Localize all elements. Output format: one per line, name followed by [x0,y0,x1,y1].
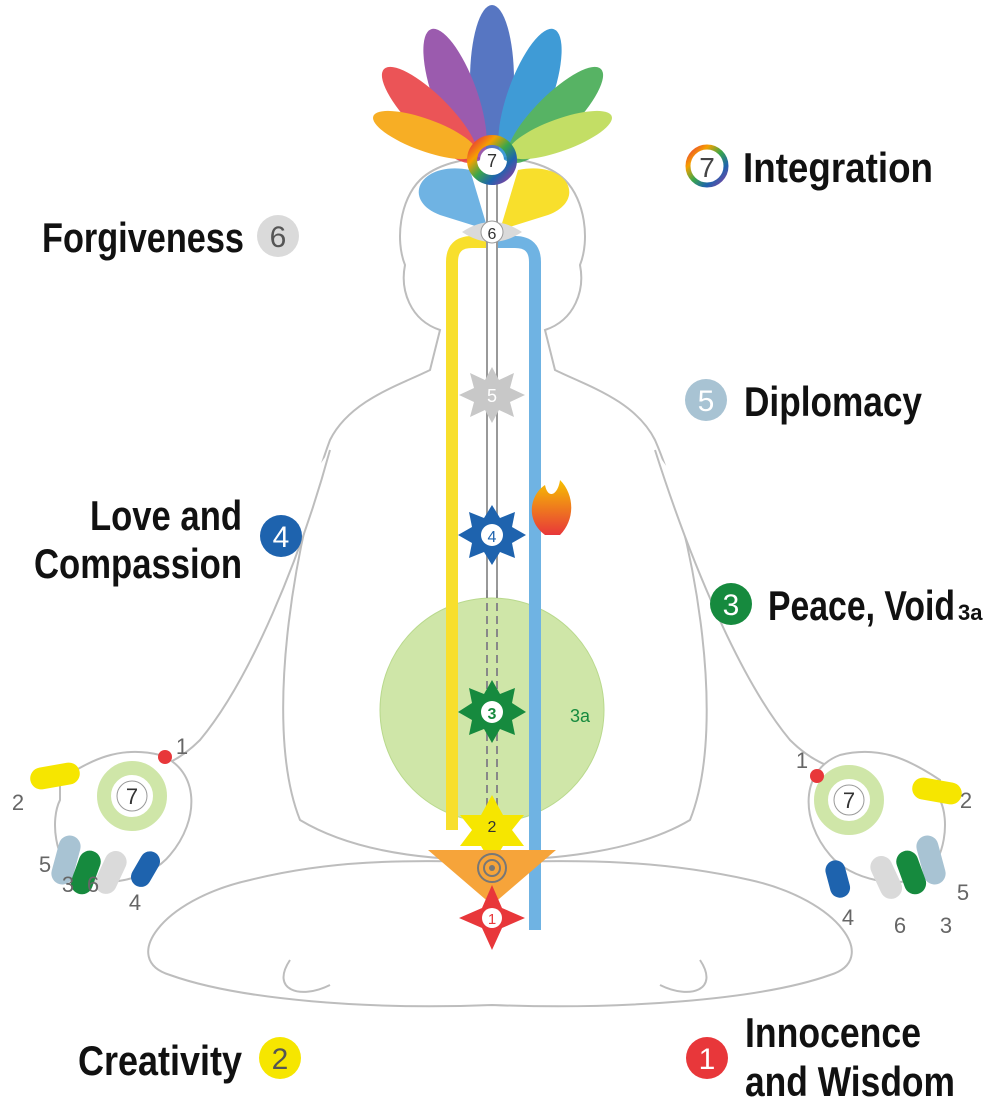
right-num-4: 4 [842,905,854,930]
right-yellow-curve [500,168,570,230]
chakra-2 [460,795,524,865]
svg-text:3a: 3a [958,600,983,625]
label-peace-void: 3 Peace, Void 3a [710,582,983,629]
svg-text:1: 1 [699,1043,716,1076]
chakra-7-num: 7 [487,151,497,171]
right-channel [498,236,541,930]
svg-text:and Wisdom: and Wisdom [745,1058,955,1105]
svg-text:Creativity: Creativity [78,1037,243,1084]
left-thumb-yellow [30,762,80,790]
svg-text:Peace, Void: Peace, Void [768,582,955,629]
right-finger-4 [825,860,851,898]
chakra-4-num: 4 [488,529,497,546]
svg-text:Compassion: Compassion [34,540,242,587]
label-love-compassion: Love and Compassion 4 [34,492,302,587]
svg-text:5: 5 [698,385,715,418]
left-channel [446,236,488,830]
left-finger-4 [131,851,160,887]
right-num-3: 3 [940,913,952,938]
left-blue-curve [418,168,488,230]
flame-icon [531,480,572,535]
chakra-7 [467,135,517,185]
right-finger-5 [916,835,946,885]
svg-text:2: 2 [272,1043,289,1076]
left-num-4: 4 [129,890,141,915]
svg-text:7: 7 [699,152,715,183]
chakra-5 [459,367,525,423]
svg-text:3: 3 [723,589,740,622]
kundalini-triangle [428,850,556,905]
right-finger-3 [896,850,927,895]
left-finger-6 [94,851,127,894]
svg-text:Innocence: Innocence [745,1009,921,1056]
spiral-icon [477,853,507,883]
chakra-5-num: 5 [487,386,497,406]
label-forgiveness: Forgiveness 6 [42,214,299,261]
lotus-crown-icon [373,5,612,164]
left-num-5: 5 [39,852,51,877]
svg-text:6: 6 [270,221,287,254]
right-num-1: 1 [796,748,808,773]
label-innocence-wisdom: 1 Innocence and Wisdom [686,1009,955,1105]
left-finger-3 [70,850,101,895]
right-num-2: 2 [960,788,972,813]
right-num-5: 5 [957,880,969,905]
chakra-3-num: 3 [488,706,497,723]
right-finger-6 [870,856,903,899]
chakra-1-num: 1 [488,911,496,928]
svg-text:Integration: Integration [743,144,933,191]
svg-text:Forgiveness: Forgiveness [42,214,244,261]
right-hand: 7 1 2 5 3 6 4 [796,748,972,938]
svg-text:4: 4 [273,521,290,554]
label-integration: 7 Integration [685,144,933,191]
left-num-6: 6 [87,872,99,897]
left-num-3: 3 [62,872,74,897]
right-center-num: 7 [843,788,855,813]
svg-text:Love and: Love and [90,492,242,539]
left-finger-5 [51,835,81,885]
left-dot-1 [158,750,172,764]
right-num-6: 6 [894,913,906,938]
chakra-2-num: 2 [488,819,497,836]
void-label: 3a [570,706,591,726]
chakra-6-num: 6 [488,226,497,243]
label-diplomacy: 5 Diplomacy [685,378,923,425]
right-palm-ring [814,765,884,835]
left-num-1: 1 [176,734,188,759]
right-dot-1 [810,769,824,783]
left-palm-ring [97,761,167,831]
left-center-num: 7 [126,784,138,809]
label-creativity: Creativity 2 [78,1037,301,1084]
left-num-2: 2 [12,790,24,815]
left-hand: 7 1 2 5 3 6 4 [12,734,193,915]
svg-text:Diplomacy: Diplomacy [744,378,923,425]
right-thumb-yellow [912,777,962,805]
